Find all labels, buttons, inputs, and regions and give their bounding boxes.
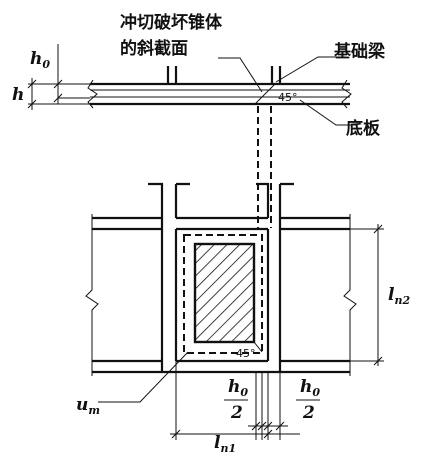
- frac-right-numerator: h0: [300, 377, 320, 399]
- leader-punch-cone: [218, 57, 263, 93]
- frac-right-denominator: 2: [302, 403, 315, 423]
- panel-edges: [176, 227, 268, 363]
- dimension-ln2: ln2: [350, 224, 410, 366]
- h0-label: h0: [30, 49, 50, 71]
- ln2-label: ln2: [388, 285, 410, 307]
- frac-left-numerator: h0: [228, 377, 248, 399]
- beam-right: [266, 218, 282, 372]
- leader-base-plate: [299, 99, 356, 126]
- stub-left: [166, 66, 178, 84]
- corner-45-line: [253, 341, 263, 353]
- critical-perimeter-um: [183, 234, 263, 354]
- dimension-h0-half: h0 2 h0 2: [224, 372, 320, 440]
- frac-left-denominator: 2: [230, 403, 243, 423]
- hatched-load-area: [193, 242, 256, 344]
- section-view: 45° 冲切破坏锥体 的斜截面 基础梁 底板 h0 h: [12, 12, 386, 139]
- dimension-h: h: [12, 78, 90, 110]
- punch-cone-label-line2: 的斜截面: [120, 38, 188, 59]
- leader-um: [98, 351, 189, 403]
- cone-line: [254, 83, 276, 105]
- ln1-label: ln1: [214, 433, 236, 455]
- angle-label-top: 45°: [278, 91, 298, 104]
- base-plate-label: 底板: [346, 118, 381, 139]
- angle-label-bottom: 45°: [236, 347, 256, 360]
- dimension-h0: h0: [30, 44, 90, 104]
- stub-right: [270, 66, 282, 84]
- plan-break-right: [343, 214, 357, 376]
- projection-lines: [257, 106, 272, 228]
- um-label: um: [76, 395, 100, 417]
- plan-view: 45° um ln2 ln1: [76, 182, 410, 455]
- plan-break-left: [85, 214, 99, 376]
- beam-left: [160, 218, 178, 372]
- h-label: h: [12, 85, 24, 105]
- punch-cone-label-line1: 冲切破坏锥体: [120, 12, 223, 33]
- foundation-beam-label: 基础梁: [333, 41, 386, 62]
- plan-stub-right: [256, 182, 294, 218]
- leader-foundation-beam: [275, 56, 346, 83]
- slab-break-right: [341, 79, 352, 109]
- dimension-ln1: ln1: [170, 361, 300, 455]
- plan-stub-left: [148, 182, 190, 218]
